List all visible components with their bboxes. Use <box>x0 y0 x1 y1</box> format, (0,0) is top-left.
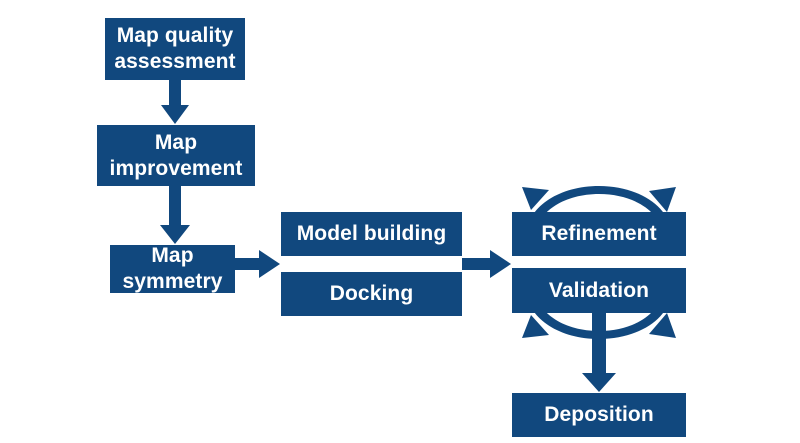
cycle-arc-top-icon <box>522 186 676 232</box>
node-map-symmetry[interactable]: Map symmetry <box>110 244 235 293</box>
node-label: Validation <box>548 278 650 302</box>
node-label: Map improvement <box>109 130 243 180</box>
node-model-building[interactable]: Model building <box>281 212 462 256</box>
arrow-down-cycle-to-deposition <box>582 313 616 392</box>
node-validation[interactable]: Validation <box>512 268 686 313</box>
node-label: Deposition <box>544 403 654 427</box>
arrow-down-quality-to-improvement <box>161 80 189 124</box>
arrow-right-symmetry-to-building <box>235 250 280 278</box>
node-label: Docking <box>329 282 414 306</box>
node-label: Map quality assessment <box>114 24 236 73</box>
node-map-improvement[interactable]: Map improvement <box>97 125 255 186</box>
arrow-down-improvement-to-symmetry <box>160 186 190 244</box>
node-refinement[interactable]: Refinement <box>512 212 686 256</box>
node-deposition[interactable]: Deposition <box>512 393 686 437</box>
node-label: Refinement <box>541 222 657 246</box>
arrow-right-building-to-refinement <box>462 250 511 278</box>
node-map-quality-assessment[interactable]: Map quality assessment <box>105 18 245 80</box>
node-label: Map symmetry <box>122 244 223 293</box>
node-docking[interactable]: Docking <box>281 272 462 316</box>
node-label: Model building <box>296 222 447 246</box>
cycle-arc-bottom-icon <box>522 293 676 339</box>
